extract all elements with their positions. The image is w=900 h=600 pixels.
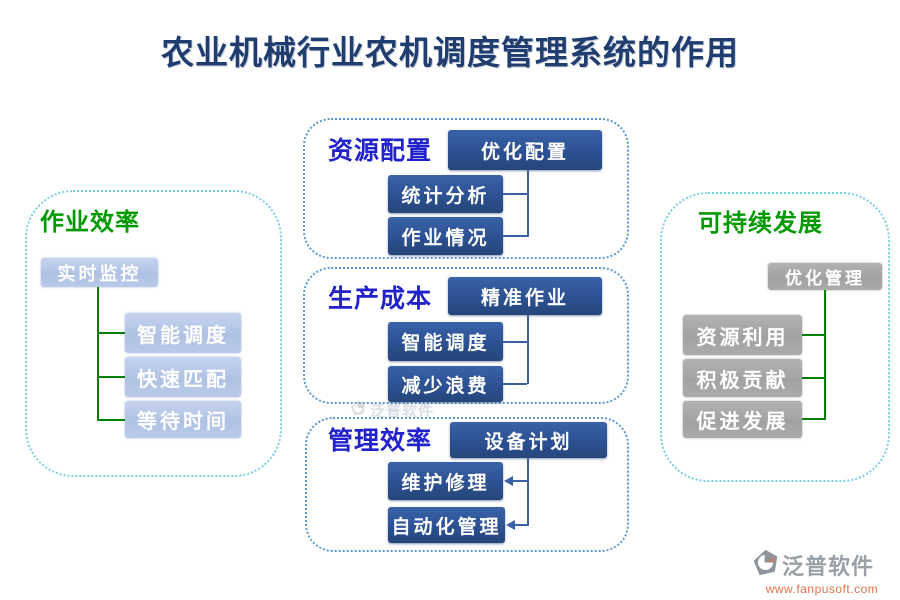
connector-line [97, 287, 99, 421]
node-resource-utilization: 资源利用 [683, 315, 802, 355]
connector-line [527, 170, 529, 237]
arrow-left-icon [506, 520, 515, 530]
connector-line [527, 458, 529, 525]
node-waiting-time: 等待时间 [125, 401, 241, 438]
node-statistical-analysis: 统计分析 [388, 175, 503, 213]
node-optimized-management: 优化管理 [768, 263, 882, 290]
arrow-left-icon [504, 476, 513, 486]
panel-work-efficiency-title: 作业效率 [40, 209, 140, 236]
watermark-url: www.fanpusoft.com [765, 582, 879, 596]
connector-line [503, 341, 527, 343]
panel-production-cost-title: 生产成本 [328, 285, 433, 313]
node-automated-management: 自动化管理 [388, 507, 505, 543]
connector-line [512, 480, 529, 482]
connector-line [802, 334, 824, 336]
node-equipment-planning: 设备计划 [450, 422, 607, 458]
watermark-brand: 泛普软件 [782, 554, 875, 579]
node-realtime-monitoring: 实时监控 [41, 258, 158, 287]
connector-line [97, 376, 125, 378]
connector-line [97, 419, 125, 421]
connector-line [503, 235, 527, 237]
watermark-brand: 泛普软件 [370, 403, 435, 420]
page-title: 农业机械行业农机调度管理系统的作用 [161, 36, 739, 72]
node-optimized-allocation: 优化配置 [448, 130, 602, 170]
node-smart-dispatch: 智能调度 [125, 313, 241, 353]
panel-management-efficiency-title: 管理效率 [328, 427, 433, 455]
fanpu-logo-icon [350, 400, 366, 421]
node-smart-dispatch-2: 智能调度 [388, 322, 503, 361]
node-operation-status: 作业情况 [388, 217, 503, 255]
fanpu-logo-icon [752, 549, 779, 581]
node-reduce-waste: 减少浪费 [388, 366, 503, 402]
connector-line [527, 315, 529, 384]
connector-line [97, 332, 125, 334]
connector-line [514, 524, 529, 526]
node-precision-operation: 精准作业 [448, 277, 602, 315]
node-positive-contribution: 积极贡献 [683, 359, 802, 397]
connector-line [802, 377, 824, 379]
connector-line [824, 290, 826, 420]
panel-sustainable-development-title: 可持续发展 [698, 210, 823, 237]
node-promote-development: 促进发展 [683, 401, 802, 438]
node-fast-matching: 快速匹配 [125, 357, 241, 397]
connector-line [802, 418, 824, 420]
watermark-corner: 泛普软件 www.fanpusoft.com [752, 549, 892, 596]
connector-line [503, 383, 527, 385]
connector-line [503, 193, 527, 195]
watermark-center: 泛普软件 [350, 400, 434, 421]
node-maintenance-repair: 维护修理 [388, 462, 503, 500]
panel-resource-allocation-title: 资源配置 [328, 137, 433, 165]
